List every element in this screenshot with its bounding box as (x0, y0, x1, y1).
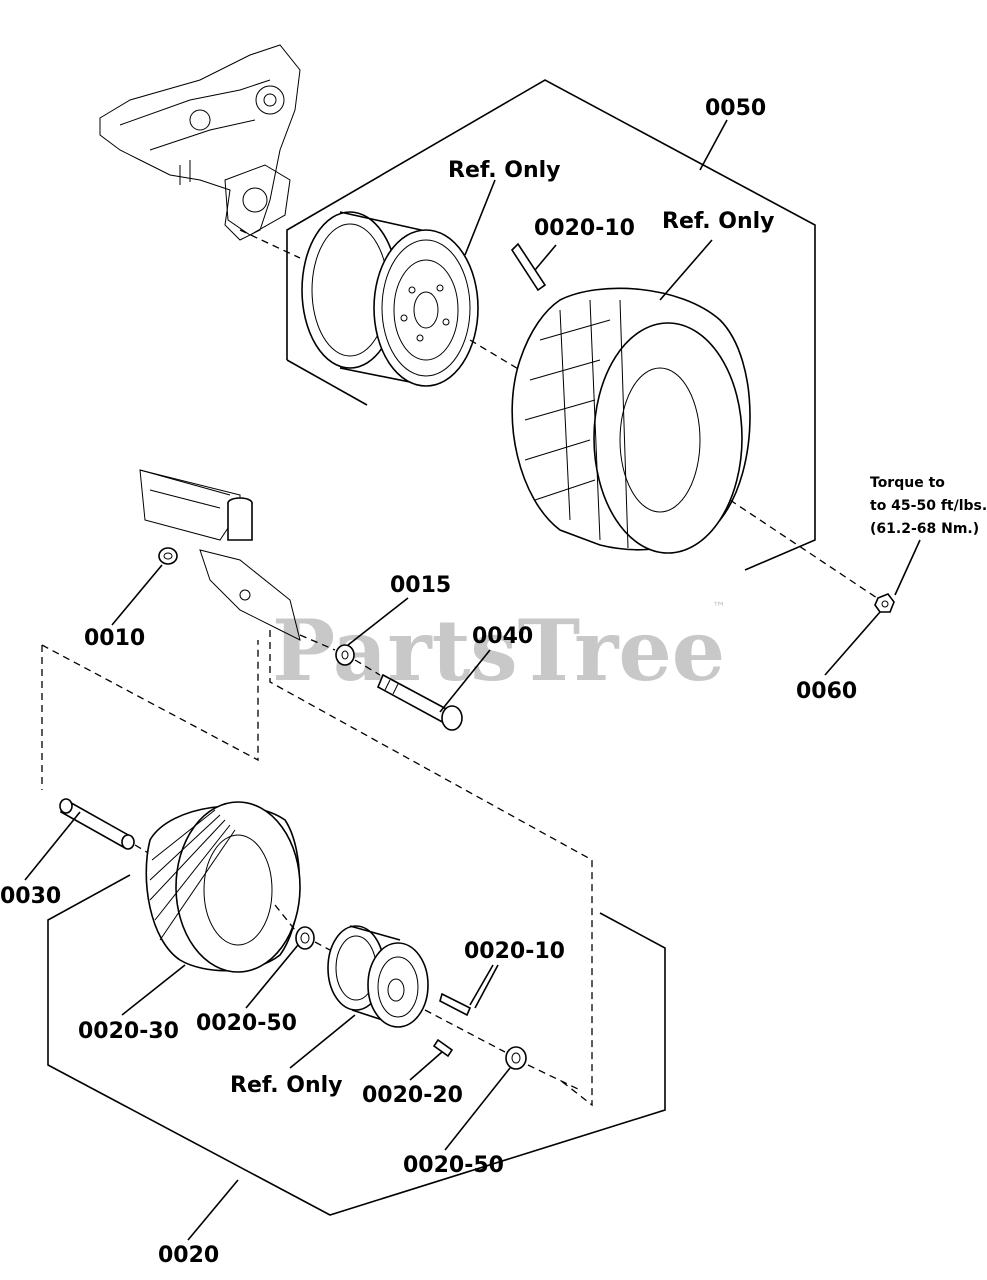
label-0020-50-left: 0020-50 (196, 1011, 297, 1036)
label-0060: 0060 (796, 679, 857, 704)
label-ref-only-tire-top: Ref. Only (662, 209, 775, 234)
axle-tube-0030 (59, 798, 135, 850)
washer-0015 (335, 644, 355, 666)
bolt-0040 (376, 673, 463, 731)
valve-stem-0020-10-top (510, 242, 547, 292)
group-bracket-0020 (47, 874, 666, 1216)
frame-axle-bracket (99, 44, 301, 241)
bearing-0020-50-left (295, 926, 315, 950)
lug-nut-0060 (874, 593, 895, 613)
valve-stem-0020-10-bottom (439, 992, 472, 1017)
label-0040: 0040 (472, 624, 533, 649)
label-0050: 0050 (705, 96, 766, 121)
label-0020-50-right: 0020-50 (403, 1153, 504, 1178)
label-0020-30: 0020-30 (78, 1019, 179, 1044)
label-0020-10-bottom: 0020-10 (464, 939, 565, 964)
tire-0020-30 (145, 801, 301, 973)
nut-0010 (158, 547, 178, 565)
caster-fork-arm (139, 469, 301, 641)
watermark-trademark: ™ (712, 600, 726, 616)
torque-note-line1: Torque to (870, 475, 945, 491)
label-ref-only-rim-bottom: Ref. Only (230, 1073, 343, 1098)
grease-fitting-0020-20 (432, 1038, 454, 1058)
label-0020-10-top: 0020-10 (534, 216, 635, 241)
label-ref-only-rim-top: Ref. Only (448, 158, 561, 183)
rim-0020 (327, 925, 429, 1028)
label-0020-20: 0020-20 (362, 1083, 463, 1108)
tire-0050 (511, 287, 751, 554)
torque-note-line2: to 45-50 ft/lbs. (870, 498, 987, 514)
label-0015: 0015 (390, 573, 451, 598)
label-0020: 0020 (158, 1243, 219, 1268)
label-0010: 0010 (84, 626, 145, 651)
bearing-0020-50-right (505, 1046, 527, 1070)
label-0030: 0030 (0, 884, 61, 909)
rim-0050 (301, 211, 479, 387)
torque-note-line3: (61.2-68 Nm.) (870, 521, 979, 537)
